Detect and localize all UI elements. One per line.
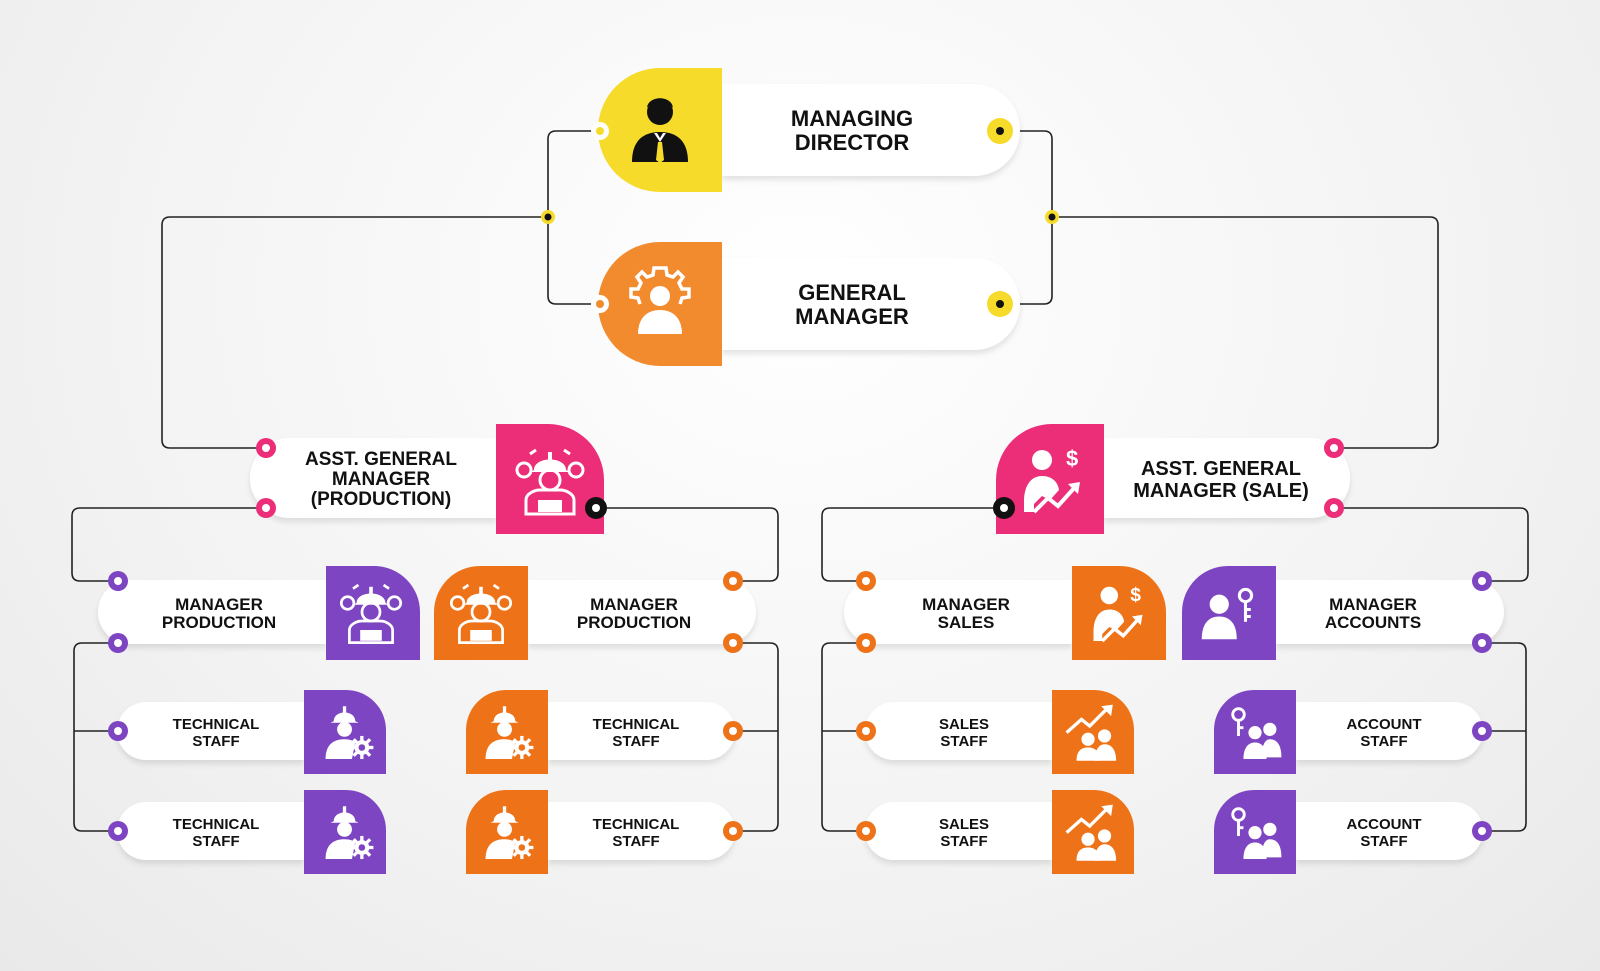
node-label-line2: STAFF [1360, 733, 1407, 750]
node-label-line1: MANAGER [1329, 595, 1417, 614]
junction-dots [541, 210, 1059, 224]
node-label-line1: SALES [939, 716, 989, 733]
node-label-line1: GENERAL [798, 280, 906, 305]
node-label-line1: ASST. GENERAL [305, 449, 457, 470]
node-label-line2: STAFF [612, 833, 659, 850]
node-label-line1: MANAGER [590, 595, 678, 614]
node-label-line1: SALES [939, 816, 989, 833]
node-label-line2: STAFF [1360, 833, 1407, 850]
node-label-line2: STAFF [192, 833, 239, 850]
node-label-line2: ACCOUNTS [1325, 613, 1421, 632]
node-label-line1: ACCOUNT [1347, 816, 1422, 833]
node-label-line1: ASST. GENERAL [1141, 458, 1301, 480]
node-label-line1: TECHNICAL [173, 816, 260, 833]
node-label-line3: (PRODUCTION) [311, 489, 451, 510]
node-label-line1: TECHNICAL [173, 716, 260, 733]
node-label-line2: DIRECTOR [795, 130, 910, 155]
node-label-line2: STAFF [940, 833, 987, 850]
node-label-line1: MANAGING [791, 106, 913, 131]
node-label-line2: MANAGER [332, 469, 430, 490]
node-label-line2: SALES [938, 613, 995, 632]
node-label-line1: MANAGER [922, 595, 1010, 614]
node-label-line2: PRODUCTION [577, 613, 691, 632]
node-label-line2: STAFF [192, 733, 239, 750]
node-label-line2: STAFF [612, 733, 659, 750]
node-label-line2: PRODUCTION [162, 613, 276, 632]
node-label-line2: MANAGER [795, 304, 909, 329]
node-label-line1: ACCOUNT [1347, 716, 1422, 733]
node-label-line1: TECHNICAL [593, 716, 680, 733]
node-label-line2: STAFF [940, 733, 987, 750]
node-label-line1: MANAGER [175, 595, 263, 614]
node-label-line2: MANAGER (SALE) [1133, 480, 1309, 502]
node-label-line1: TECHNICAL [593, 816, 680, 833]
